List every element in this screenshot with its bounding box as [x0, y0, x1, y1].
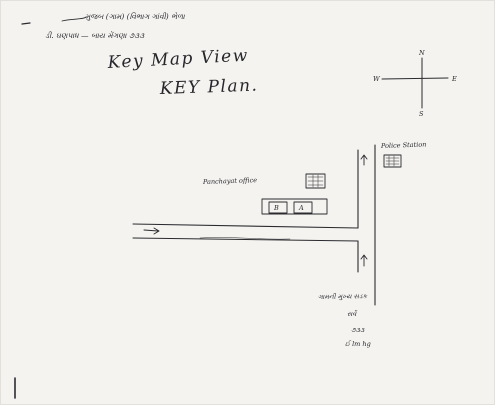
compass-e-label: E — [451, 75, 457, 83]
panchayat-office-label: Panchayat office — [202, 176, 258, 186]
panchayat-office-hatch — [307, 174, 324, 188]
header-underline-stroke — [61, 16, 87, 22]
title-line-2: KEY Plan. — [158, 76, 258, 99]
plot-boundary — [261, 198, 328, 215]
road-direction-arrow-right — [143, 227, 160, 235]
road-edge-shading — [199, 237, 291, 240]
site-description-line-2: સર્વે — [347, 310, 358, 318]
site-description-line-4: ઈ lm hg — [345, 340, 371, 348]
horizontal-road — [132, 223, 359, 242]
horizontal-road-bottom-edge — [132, 237, 359, 242]
plot-box-a — [293, 201, 313, 214]
horizontal-road-top-edge — [132, 223, 359, 229]
header-line-2: ડી. ઘણપાધ — બાય મેંગણા ૭૩૩ — [45, 31, 145, 40]
road-direction-arrow-up — [360, 154, 368, 166]
north-arrow-compass: N S E W — [373, 49, 457, 118]
plot-box-b-label: B — [273, 204, 279, 212]
header-dash — [21, 22, 31, 25]
site-description-line-3: ૭૩૩ — [351, 326, 365, 334]
police-station-box — [383, 154, 402, 168]
site-description-line-1: ગામની મુખ્ય સડક — [318, 292, 369, 301]
header-line-1: મુજબ (ગામ) (વિભાગ ગાંવી) ભેળા — [85, 12, 186, 21]
police-station-label: Police Station — [380, 140, 427, 150]
plot-site: B A — [261, 198, 328, 215]
plot-box-a-label: A — [298, 204, 304, 212]
plot-box-b — [268, 201, 288, 214]
vertical-road — [357, 144, 376, 306]
road-direction-arrow-up-lower — [360, 254, 368, 267]
compass-n-label: N — [418, 49, 425, 57]
compass-s-label: S — [419, 110, 424, 118]
panchayat-office-box — [305, 173, 326, 189]
compass-w-label: W — [373, 75, 381, 83]
compass-ew-line — [381, 77, 449, 80]
police-station-hatch — [385, 155, 400, 167]
